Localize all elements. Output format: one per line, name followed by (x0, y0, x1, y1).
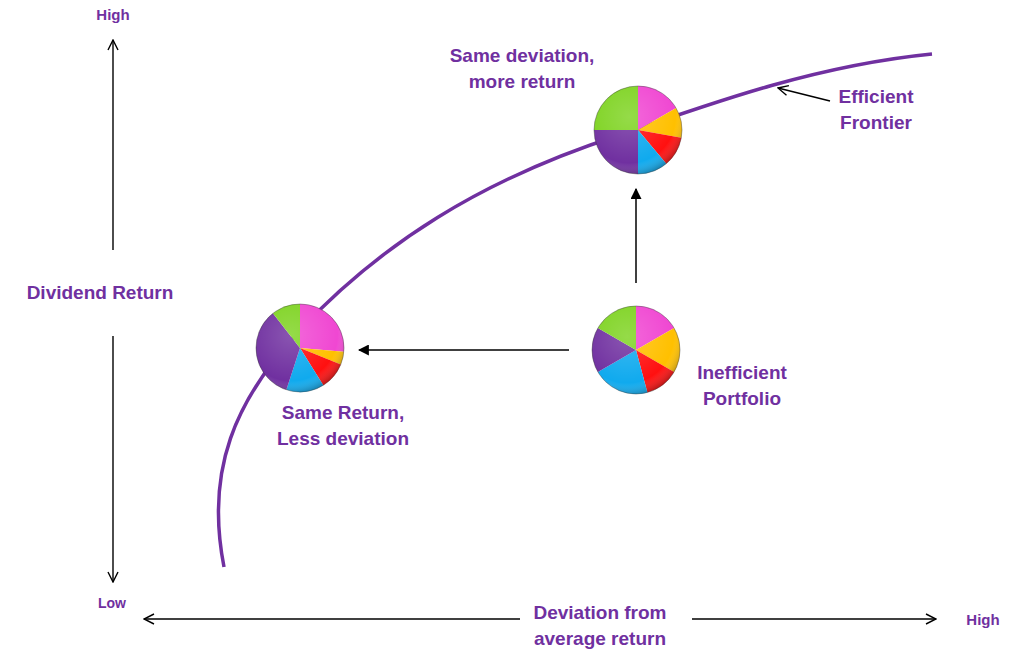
portfolio-pie: Inefficient Portfolio (591, 305, 681, 395)
axis-arrow (112, 40, 113, 250)
axis-label: Dividend Return (0, 280, 200, 306)
portfolio-pie: Same Return, Less deviation (255, 303, 345, 393)
axis-label: Low (62, 590, 162, 616)
axis-label: High (63, 2, 163, 28)
axis-arrow (112, 336, 113, 582)
leader-arrow (778, 88, 830, 101)
axis-label: High (933, 607, 1024, 633)
portfolio-label: Same Return, Less deviation (268, 400, 418, 452)
portfolio-pie: Same deviation, more return (593, 85, 683, 175)
axis-arrow (144, 618, 520, 619)
pie-chart (591, 305, 681, 395)
pie-shading (594, 86, 682, 174)
pie-chart (593, 85, 683, 175)
pie-shading (256, 304, 344, 392)
pie-chart (255, 303, 345, 393)
axis-arrow (692, 618, 936, 619)
portfolio-label: Same deviation, more return (432, 43, 612, 95)
pie-shading (592, 306, 680, 394)
axis-label: Deviation from average return (510, 600, 690, 652)
portfolio-label: Inefficient Portfolio (687, 360, 797, 412)
efficient-frontier-curve (218, 54, 932, 567)
move-arrow (635, 189, 637, 283)
axis-label: Efficient Frontier (826, 84, 926, 136)
move-arrow (359, 349, 569, 351)
